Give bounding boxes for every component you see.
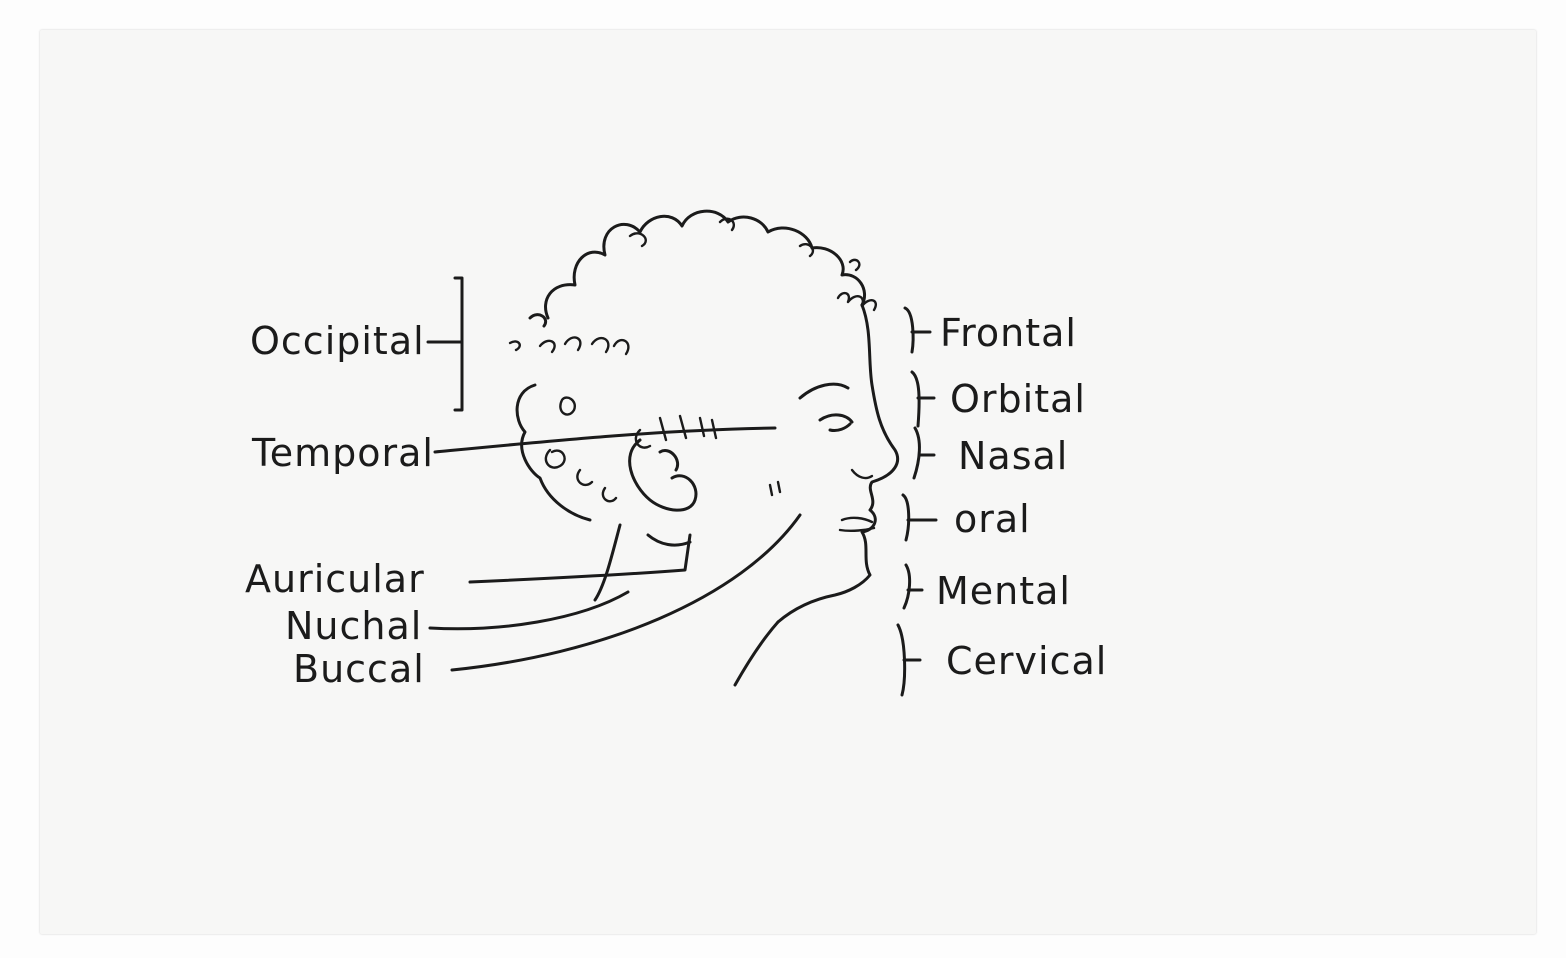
- temple-hatching: [658, 414, 718, 442]
- orbital-bracket: [910, 370, 936, 428]
- index-card: [40, 30, 1536, 934]
- ear: [628, 438, 698, 512]
- nostril: [850, 468, 874, 480]
- frontal-bracket: [903, 306, 932, 354]
- hair-back: [515, 313, 592, 522]
- label-auricular: Auricular: [245, 557, 425, 601]
- label-orbital: Orbital: [950, 377, 1086, 421]
- mental-bracket: [902, 563, 924, 610]
- jaw-line: [646, 533, 692, 547]
- nasal-bracket: [912, 426, 936, 480]
- eye: [818, 413, 854, 432]
- brow: [798, 382, 850, 400]
- label-nuchal: Nuchal: [285, 604, 423, 648]
- hair-swirls: [544, 396, 652, 503]
- label-frontal: Frontal: [940, 311, 1077, 355]
- label-oral: oral: [954, 497, 1031, 541]
- label-nasal: Nasal: [958, 434, 1069, 478]
- label-occipital: Occipital: [250, 319, 425, 363]
- label-mental: Mental: [936, 569, 1071, 613]
- label-cervical: Cervical: [946, 639, 1108, 683]
- cervical-bracket: [896, 623, 922, 697]
- oral-bracket: [901, 493, 938, 542]
- hair-outline: [544, 209, 866, 320]
- face-profile: [776, 303, 900, 624]
- lips: [838, 516, 876, 533]
- hair-curls-top: [628, 217, 877, 312]
- auricular-leader: [468, 533, 692, 584]
- occipital-bracket: [453, 276, 464, 412]
- label-temporal: Temporal: [252, 431, 434, 475]
- neck-back: [593, 523, 622, 602]
- cheek-marks: [768, 480, 782, 497]
- buccal-leader: [450, 513, 802, 672]
- temporal-leader: [433, 426, 777, 454]
- nuchal-leader: [428, 590, 630, 631]
- label-buccal: Buccal: [293, 647, 425, 691]
- hair-curls-middle: [508, 336, 630, 356]
- neck-front-shoulder: [733, 620, 780, 687]
